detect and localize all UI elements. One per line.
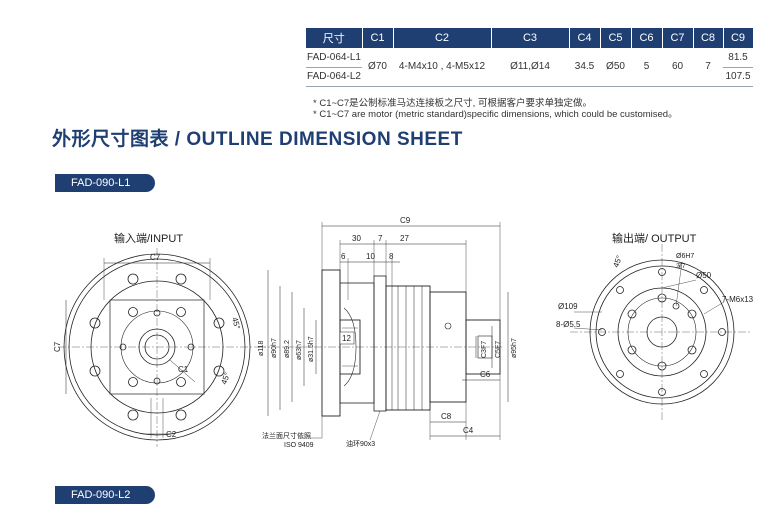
side-c9-label: C9 [400,216,411,225]
output-d55-label: 8-Ø5.5 [556,320,581,329]
input-view-label: 输入端/INPUT [114,233,184,245]
side-d12-label: 12 [342,334,351,343]
c5-cell: Ø50 [600,48,631,87]
table-row: FAD-064-L1 Ø70 4-M4x10 , 4-M5x12 Ø11,Ø14… [306,48,753,87]
input-angle-a: 45° [230,316,242,330]
header-c4: C4 [569,28,601,48]
header-c5: C5 [600,28,632,48]
input-c1-label: C1 [178,365,189,374]
side-d89-label: ø89.2 [284,340,291,358]
side-d10-label: 10 [366,252,375,261]
output-d6h7-label: Ø6H7 [676,253,694,260]
input-c7-vertical-label: C7 [53,341,62,352]
oil-ring-label: 油环90x3 [346,439,375,448]
spec-table-header-row: 尺寸 C1 C2 C3 C4 C5 C6 C7 C8 C9 [306,28,754,48]
model-cell: FAD-064-L2 [306,67,362,87]
header-c6: C6 [631,28,663,48]
header-c3: C3 [491,28,570,48]
header-c2: C2 [393,28,492,48]
header-size: 尺寸 [306,28,363,48]
c8-cell: 7 [693,48,723,87]
model-label-l1: FAD-090-L1 [55,174,155,192]
side-d315-label: ø31.5h7 [308,336,315,362]
output-m6-label: 7-M6x13 [722,295,754,304]
side-d95-label: ø95h7 [511,338,518,358]
input-c2-label: C2 [166,430,177,439]
side-c5-label: C5F7 [495,341,502,358]
c4-cell: 34.5 [569,48,600,87]
output-d109-label: Ø109 [558,302,578,311]
side-d118-label: ø118 [258,340,265,356]
side-d7-label: 7 [378,234,383,243]
input-c7-label: C7 [150,253,161,262]
flange-note-cn: 法兰面尺寸依照 [262,431,311,440]
model-label-l2: FAD-090-L2 [55,486,155,504]
side-view: C9 30 7 27 6 10 8 ø118 ø90h7 ø89.2 ø63h7… [258,216,518,449]
table-row: FAD-064-L2 107.5 [306,67,753,87]
header-c7: C7 [662,28,694,48]
c9-cell: 107.5 [723,67,753,87]
side-c4-label: C4 [463,426,474,435]
side-c3-label: C3F7 [481,341,488,358]
output-d6h7-depth-label: 深7 [676,262,686,270]
output-angle-label: 45° [611,254,624,268]
side-d30-label: 30 [352,234,361,243]
output-view-label: 输出端/ OUTPUT [612,233,697,245]
side-d63-label: ø63h7 [296,340,303,360]
side-d8-label: 8 [389,252,394,261]
output-view: 45° Ø6H7 深7 Ø50 7-M6x13 Ø109 8-Ø5.5 [556,244,754,422]
model-cell: FAD-064-L1 [306,48,362,68]
side-d90-label: ø90h7 [271,338,278,358]
header-c9: C9 [723,28,754,48]
c9-cell: 81.5 [723,48,753,68]
side-c8-label: C8 [441,412,452,421]
header-c1: C1 [362,28,394,48]
output-d50-label: Ø50 [696,271,712,280]
side-c6-label: C6 [480,370,491,379]
note-en: * C1~C7 are motor (metric standard)speci… [313,109,678,120]
header-c8: C8 [693,28,724,48]
spec-table: 尺寸 C1 C2 C3 C4 C5 C6 C7 C8 C9 FAD-064-L1… [306,28,754,87]
side-d27-label: 27 [400,234,409,243]
side-d6-label: 6 [341,252,346,261]
section-title: 外形尺寸图表 / OUTLINE DIMENSION SHEET [52,129,463,150]
c3-cell: Ø11,Ø14 [491,48,569,87]
c7-cell: 60 [662,48,693,87]
c6-cell: 5 [631,48,662,87]
c1-cell: Ø70 [362,48,393,87]
input-angle-b: 45° [219,371,232,385]
flange-note-iso: ISO 9409 [284,442,314,449]
c2-cell: 4-M4x10 , 4-M5x12 [393,48,491,87]
note-cn: * C1~C7是公制标准马达连接板之尺寸, 可根据客户要求单独定做。 [313,98,592,109]
input-view: C7 C7 C1 C2 45° 45° [53,248,268,447]
